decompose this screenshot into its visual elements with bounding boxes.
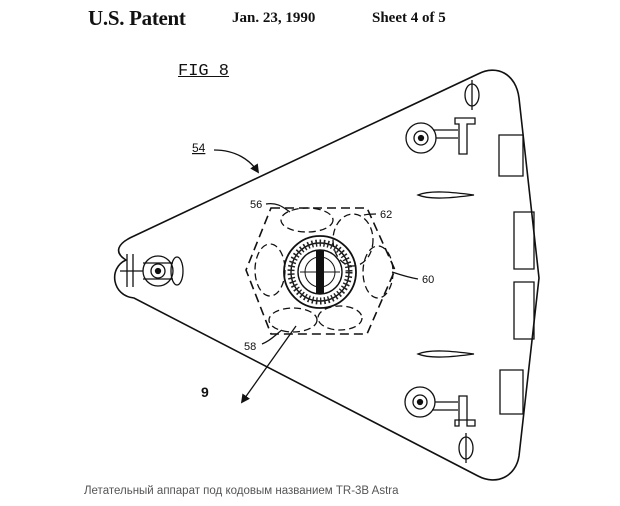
leader-56 [266, 204, 290, 212]
pod-left [255, 244, 285, 296]
pod-58 [269, 308, 317, 332]
central-hexagon [246, 208, 395, 334]
label-9: 9 [201, 384, 209, 400]
central-ring [284, 236, 356, 308]
label-58: 58 [244, 341, 256, 353]
sheet-number: Sheet 4 of 5 [372, 10, 446, 26]
engine-pod-nose [120, 254, 183, 287]
fin-upper [418, 192, 474, 198]
engine-pod-upper [406, 80, 479, 154]
patent-date: Jan. 23, 1990 [232, 10, 316, 26]
patent-header: U.S. Patent [88, 6, 186, 30]
leader-58 [262, 330, 282, 344]
label-54: 54 [192, 141, 206, 155]
pod-62 [333, 214, 373, 266]
label-60: 60 [422, 274, 434, 286]
engine-pod-lower [405, 387, 475, 463]
pod-60 [363, 246, 393, 298]
pod-56 [281, 208, 333, 232]
fin-lower [418, 351, 474, 357]
leader-9 [240, 326, 296, 404]
edge-panel [499, 135, 523, 176]
leader-62 [364, 214, 376, 215]
label-62: 62 [380, 209, 392, 221]
craft-outline [115, 70, 539, 480]
label-56: 56 [250, 199, 262, 211]
pod-lower-right [318, 306, 362, 330]
figure-label: FIG 8 [178, 62, 230, 81]
leader-60 [392, 272, 418, 279]
image-caption: Летательный аппарат под кодовым название… [84, 485, 399, 497]
edge-panel [500, 370, 523, 414]
annotations [214, 150, 418, 404]
edge-panels [499, 135, 534, 414]
edge-panel [514, 212, 534, 269]
leader-54 [214, 150, 260, 174]
fin-slots [418, 192, 474, 357]
edge-panel [514, 282, 534, 339]
